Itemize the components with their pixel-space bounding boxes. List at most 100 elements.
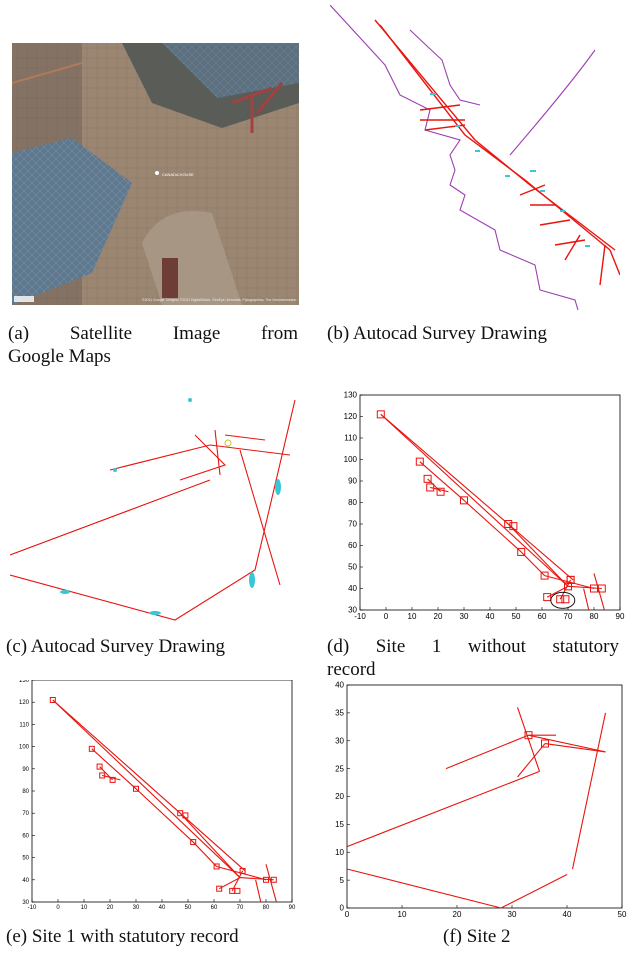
y-tick-label: 40 xyxy=(335,681,344,690)
x-tick-label: -10 xyxy=(354,612,366,621)
data-point xyxy=(540,571,549,580)
data-point xyxy=(229,887,236,894)
data-point xyxy=(517,547,526,556)
y-tick-label: 100 xyxy=(344,455,358,464)
boundary-lines xyxy=(330,5,596,310)
y-tick-label: 60 xyxy=(348,541,357,550)
x-tick-label: -10 xyxy=(28,905,37,911)
x-tick-label: 70 xyxy=(237,905,244,911)
data-point xyxy=(234,887,241,894)
x-tick-label: 80 xyxy=(590,612,599,621)
y-tick-label: 30 xyxy=(335,736,344,745)
survey-lines xyxy=(374,19,620,286)
data-point xyxy=(182,812,189,819)
x-tick-label: 30 xyxy=(133,905,140,911)
survey-line xyxy=(380,413,574,581)
data-point xyxy=(509,522,518,531)
satellite-image: CANADA HOUSE ©2011 Google, Imagery ©2011… xyxy=(12,43,299,305)
x-tick-label: 40 xyxy=(486,612,495,621)
y-tick-label: 120 xyxy=(19,700,30,706)
caption-a-line2: Google Maps xyxy=(8,346,111,367)
x-tick-label: 40 xyxy=(159,905,166,911)
autocad-drawing-b xyxy=(330,5,620,310)
survey-line xyxy=(567,585,602,590)
data-point xyxy=(541,739,549,748)
survey-line xyxy=(346,770,540,848)
plot-frame xyxy=(359,394,621,611)
data-point xyxy=(460,496,468,505)
survey-line xyxy=(179,812,241,878)
x-tick-label: 0 xyxy=(345,910,350,919)
data-point xyxy=(88,745,95,752)
survey-line xyxy=(507,523,569,587)
data-point xyxy=(415,457,424,466)
survey-line xyxy=(544,742,606,753)
survey-line xyxy=(346,868,502,909)
x-tick-label: 30 xyxy=(460,612,469,621)
y-tick-label: 30 xyxy=(22,900,29,906)
caption-e: (e) Site 1 with statutory record xyxy=(6,926,239,947)
x-tick-label: 50 xyxy=(185,905,192,911)
data-point xyxy=(49,696,56,703)
data-point xyxy=(543,593,552,602)
caption-f: (f) Site 2 xyxy=(443,926,511,947)
survey-line xyxy=(583,588,590,611)
survey-lines xyxy=(10,399,296,621)
x-tick-label: 90 xyxy=(616,612,625,621)
x-tick-label: 20 xyxy=(453,910,462,919)
caption-d-line2: record xyxy=(327,659,376,680)
x-tick-label: 10 xyxy=(81,905,88,911)
data-point xyxy=(524,731,533,740)
satellite-copyright: ©2011 Google, Imagery ©2011 DigitalGlobe… xyxy=(142,298,296,302)
x-tick-label: 40 xyxy=(563,910,572,919)
data-point xyxy=(96,763,103,770)
survey-line xyxy=(500,874,568,909)
x-tick-label: 10 xyxy=(408,612,417,621)
survey-line xyxy=(517,743,546,778)
data-point xyxy=(376,410,385,419)
survey-line xyxy=(52,699,241,878)
survey-marker-yellow xyxy=(224,439,232,447)
caption-b: (b) Autocad Survey Drawing xyxy=(327,323,548,344)
survey-line xyxy=(380,413,569,587)
caption-a: (a) Satellite Image from xyxy=(8,323,298,344)
survey-line xyxy=(445,734,529,770)
data-point xyxy=(561,595,570,604)
autocad-drawing-c xyxy=(10,398,296,621)
data-point xyxy=(564,582,572,591)
y-tick-label: 80 xyxy=(348,498,357,507)
data-point xyxy=(270,876,277,883)
data-point xyxy=(216,885,223,892)
survey-line xyxy=(192,841,217,867)
y-tick-label: 70 xyxy=(22,811,29,817)
data-point xyxy=(556,595,565,604)
y-tick-label: 130 xyxy=(344,391,358,400)
y-tick-label: 10 xyxy=(335,848,344,857)
x-tick-label: 30 xyxy=(508,910,517,919)
x-tick-label: 70 xyxy=(564,612,573,621)
x-tick-label: 50 xyxy=(512,612,521,621)
y-tick-label: 0 xyxy=(340,904,345,913)
satellite-rendering: CANADA HOUSE ©2011 Google, Imagery ©2011… xyxy=(12,43,299,305)
x-tick-label: 50 xyxy=(618,910,627,919)
data-point xyxy=(133,785,139,792)
y-tick-label: 100 xyxy=(19,745,30,751)
survey-line xyxy=(571,712,607,870)
survey-markers xyxy=(430,93,590,247)
y-tick-label: 80 xyxy=(22,789,29,795)
x-tick-label: 20 xyxy=(107,905,114,911)
y-tick-label: 20 xyxy=(335,792,344,801)
data-point xyxy=(423,474,432,483)
x-tick-label: 60 xyxy=(211,905,218,911)
survey-line xyxy=(231,870,244,892)
survey-line xyxy=(255,879,262,903)
data-point xyxy=(263,876,269,883)
data-point xyxy=(190,839,197,846)
data-point xyxy=(597,584,606,593)
y-tick-label: 70 xyxy=(348,520,357,529)
x-tick-label: 60 xyxy=(538,612,547,621)
y-tick-label: 90 xyxy=(22,767,29,773)
y-tick-label: 130 xyxy=(19,680,30,684)
